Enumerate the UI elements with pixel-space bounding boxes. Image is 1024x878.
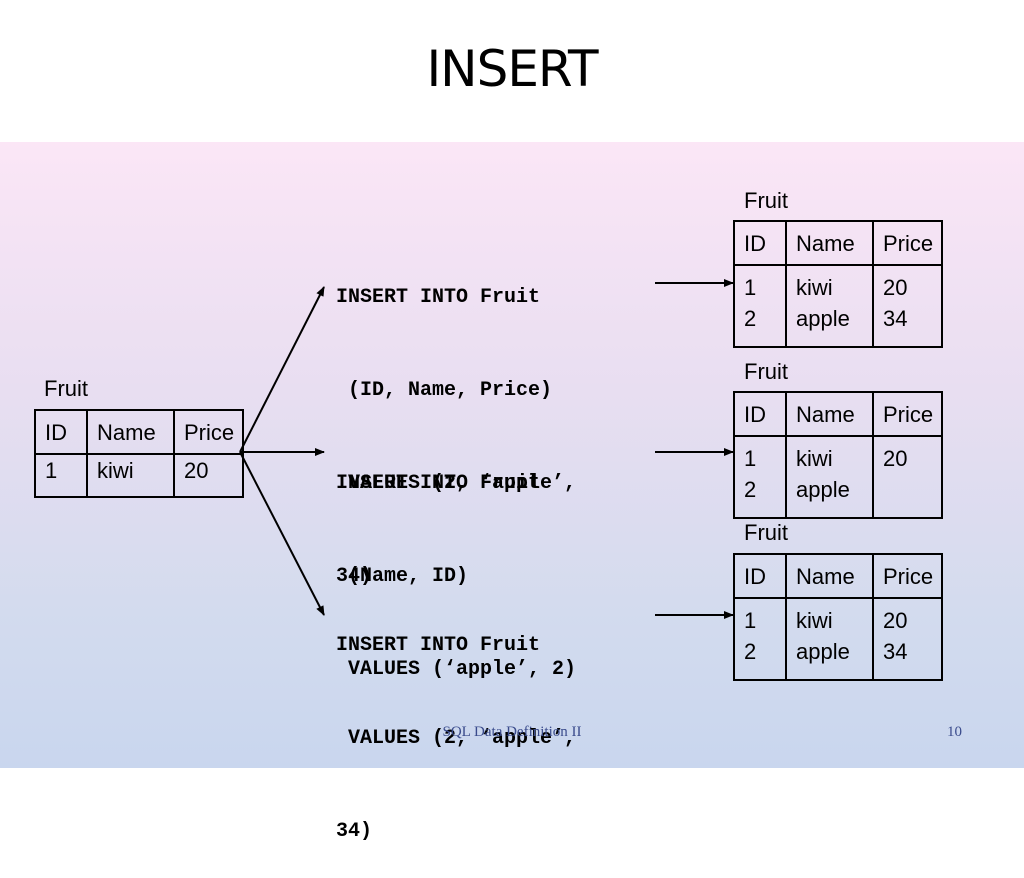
header-name: Name: [785, 553, 874, 599]
sql-statement-2: INSERT INTO Fruit (Name, ID) VALUES (‘ap…: [336, 406, 576, 716]
source-table-caption: Fruit: [44, 376, 88, 401]
cell-name: kiwi: [86, 453, 175, 498]
cell-name: kiwi: [796, 446, 833, 471]
sql-line: 34): [336, 820, 373, 843]
header-price: Price: [872, 220, 943, 266]
cell-id: 2: [744, 477, 757, 502]
header-price: Price: [872, 391, 943, 437]
header-id: ID: [733, 220, 787, 266]
slide-title: INSERT: [426, 40, 598, 98]
sql-line: INSERT INTO Fruit: [336, 634, 541, 657]
cell-prices: 20: [872, 435, 943, 519]
sql-line: VALUES (2, ‘apple’,: [336, 727, 577, 750]
arrows-layer: [239, 279, 734, 619]
cell-ids: 1 2: [733, 264, 787, 348]
cell-names: kiwi apple: [785, 435, 874, 519]
sql-line: VALUES (‘apple’, 2): [336, 658, 577, 681]
cell-id: 2: [744, 639, 757, 664]
arrow-to-statement-1: [239, 286, 325, 453]
sql-line: (Name, ID): [336, 565, 469, 588]
cell-price: 34: [883, 306, 908, 331]
cell-id: 1: [34, 453, 88, 498]
result-table-1-caption: Fruit: [744, 188, 788, 213]
cell-name: kiwi: [796, 608, 833, 633]
cell-id: 2: [744, 306, 757, 331]
cell-price: 20: [883, 446, 908, 471]
cell-price: 20: [883, 608, 908, 633]
table-row: 1 2 kiwi apple 20 34: [733, 264, 943, 348]
cell-price: 34: [883, 639, 908, 664]
header-id: ID: [733, 553, 787, 599]
table-row: 1 kiwi 20: [34, 453, 244, 498]
header-name: Name: [785, 391, 874, 437]
table-row: 1 2 kiwi apple 20 34: [733, 597, 943, 681]
cell-name: apple: [796, 639, 850, 664]
cell-price: 20: [173, 453, 244, 498]
header-name: Name: [785, 220, 874, 266]
result-table-2-caption: Fruit: [744, 359, 788, 384]
header-id: ID: [34, 409, 88, 455]
table-header-row: ID Name Price: [733, 391, 943, 437]
cell-id: 1: [744, 608, 757, 633]
result-table-3-caption: Fruit: [744, 520, 788, 545]
title-band: [0, 0, 1024, 142]
header-name: Name: [86, 409, 175, 455]
cell-price: 20: [883, 275, 908, 300]
sql-line: INSERT INTO Fruit: [336, 472, 541, 495]
sql-line: VALUES (2, ‘apple’,: [336, 472, 577, 495]
table-header-row: ID Name Price: [34, 409, 244, 455]
cell-name: apple: [796, 306, 850, 331]
page-number: 10: [947, 724, 962, 740]
cell-names: kiwi apple: [785, 264, 874, 348]
header-price: Price: [872, 553, 943, 599]
cell-name: apple: [796, 477, 850, 502]
cell-prices: 20 34: [872, 597, 943, 681]
cell-id: 1: [744, 275, 757, 300]
header-id: ID: [733, 391, 787, 437]
cell-id: 1: [744, 446, 757, 471]
result-table-2: ID Name Price 1 2 kiwi apple 20: [733, 391, 943, 519]
table-row: 1 2 kiwi apple 20: [733, 435, 943, 519]
cell-prices: 20 34: [872, 264, 943, 348]
header-price: Price: [173, 409, 244, 455]
footer-course-title: SQL Data Definition II: [442, 724, 582, 740]
sql-line: (ID, Name, Price): [336, 379, 553, 402]
table-header-row: ID Name Price: [733, 220, 943, 266]
cell-name: kiwi: [796, 275, 833, 300]
cell-ids: 1 2: [733, 435, 787, 519]
source-table: ID Name Price 1 kiwi 20: [34, 409, 244, 498]
result-table-3: ID Name Price 1 2 kiwi apple 20 34: [733, 553, 943, 681]
cell-names: kiwi apple: [785, 597, 874, 681]
result-table-1: ID Name Price 1 2 kiwi apple 20 34: [733, 220, 943, 348]
sql-statement-1: INSERT INTO Fruit (ID, Name, Price) VALU…: [336, 220, 576, 623]
cell-ids: 1 2: [733, 597, 787, 681]
sql-line: INSERT INTO Fruit: [336, 286, 541, 309]
arrow-to-statement-3: [239, 451, 325, 616]
table-header-row: ID Name Price: [733, 553, 943, 599]
sql-line: 34): [336, 565, 373, 588]
